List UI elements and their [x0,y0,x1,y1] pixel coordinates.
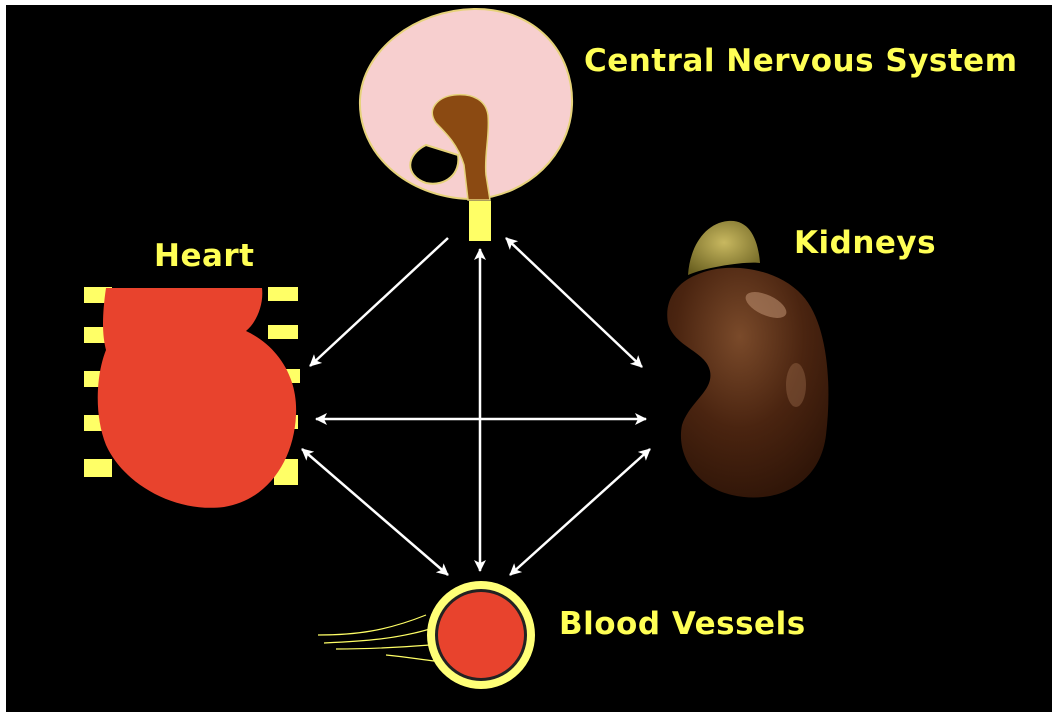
arrow-cns-kidneys [506,238,642,367]
label-central-nervous-system: Central Nervous System [584,46,1018,77]
arrow-cns-heart [310,238,448,366]
heart-illustration [84,287,300,508]
connection-arrows [302,238,650,575]
label-kidneys: Kidneys [794,228,936,259]
adrenal-gland [688,221,760,275]
arrow-heart-vessels [302,449,448,575]
heart-shape [98,288,296,508]
kidney-illustration [667,221,828,498]
label-blood-vessels: Blood Vessels [559,609,806,640]
arrow-kidneys-vessels [510,449,650,575]
diagram-slide: Central Nervous System Heart Kidneys Blo… [6,5,1052,712]
spinal-cord [469,201,491,241]
blood-vessel-illustration [318,581,535,689]
brain-illustration [360,9,572,241]
diagram-canvas [6,5,1052,712]
label-heart: Heart [154,241,255,272]
